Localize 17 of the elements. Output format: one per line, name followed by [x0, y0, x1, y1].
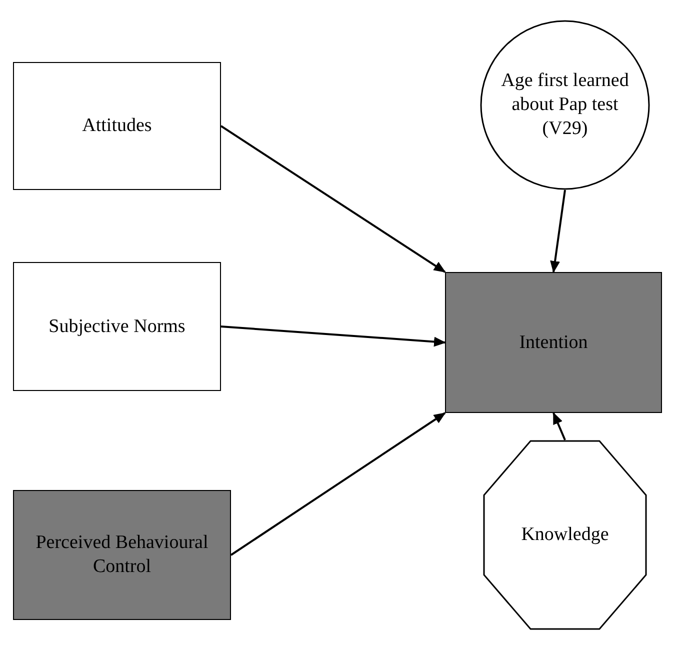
process-box: [445, 272, 662, 413]
arrow: [550, 190, 566, 273]
node-label: Subjective Norms: [48, 314, 186, 338]
arrow: [230, 412, 446, 556]
arrow: [220, 125, 446, 273]
node-label: Perceived Behavioural Control: [34, 531, 210, 579]
circle-node: [480, 20, 650, 190]
arrow: [552, 412, 566, 440]
node-label: Knowledge: [521, 523, 609, 547]
process-box: [13, 490, 231, 620]
process-box: [13, 262, 221, 391]
node-label: Intention: [519, 330, 588, 354]
node-label: Age first learned about Pap test (V29): [500, 69, 630, 141]
octagon-node: [483, 440, 647, 630]
arrow: [220, 326, 446, 347]
process-box: [13, 62, 221, 190]
node-label: Attitudes: [82, 114, 152, 138]
